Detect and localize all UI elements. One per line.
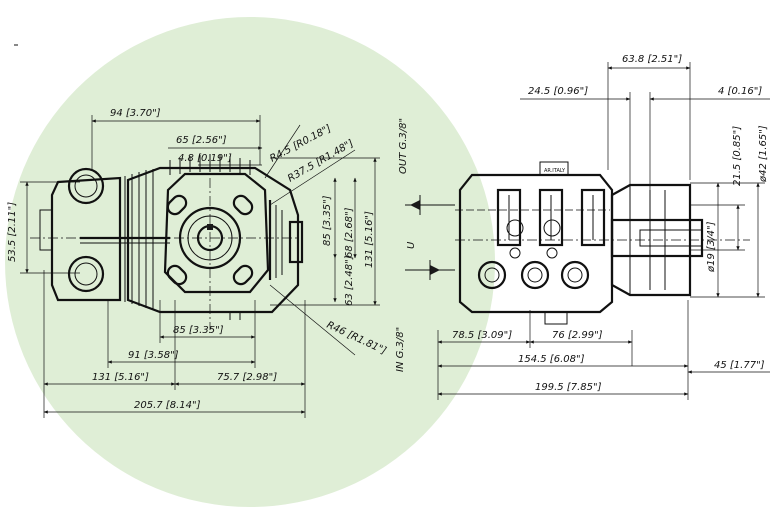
dim-131-horizontal: 131 [5.16"] (92, 372, 149, 383)
in-port-label: IN G.3/8" (395, 327, 406, 372)
dim-4-8: 4.8 [0.19"] (178, 153, 232, 164)
front-dimension-lines (20, 115, 380, 418)
dim-4: 4 [0.16"] (718, 86, 762, 97)
dim-65: 65 [2.56"] (176, 135, 227, 146)
dim-76: 76 [2.99"] (552, 330, 603, 341)
flange-bolt-holes (166, 194, 254, 286)
side-dimension-lines (437, 62, 770, 400)
dim-24-5: 24.5 [0.96"] (528, 86, 588, 97)
port-arrows (405, 195, 455, 280)
side-view: AR.ITALY (405, 54, 770, 400)
dim-63-8: 63.8 [2.51"] (622, 54, 682, 65)
dim-205-7: 205.7 [8.14"] (134, 400, 201, 411)
dim-diameter-19: ø19 [3/4"] (706, 221, 717, 273)
background-circle (5, 17, 495, 507)
dim-21-5: 21.5 [0.85"] (732, 126, 743, 186)
arrow-u-label: U (406, 241, 417, 249)
side-pump-body: AR.ITALY (455, 161, 750, 325)
dim-53-5: 53.5 [2.11"] (7, 202, 18, 262)
dim-91: 91 [3.58"] (128, 350, 179, 361)
out-port-label: OUT G.3/8" (398, 118, 409, 174)
dim-199-5: 199.5 [7.85"] (535, 382, 602, 393)
dim-63: 63 [2.48"] (344, 255, 355, 306)
svg-text:AR.ITALY: AR.ITALY (544, 168, 566, 174)
dim-45: 45 [1.77"] (714, 360, 765, 371)
dim-85-horizontal: 85 [3.35"] (173, 325, 224, 336)
dim-68: 68 [2.68"] (344, 207, 355, 258)
dim-diameter-42: ø42 [1.65"] (758, 125, 769, 183)
dim-154-5: 154.5 [6.08"] (518, 354, 585, 365)
dim-75-7: 75.7 [2.98"] (217, 372, 277, 383)
dim-94: 94 [3.70"] (110, 108, 161, 119)
front-pump-body (30, 154, 304, 330)
dim-85-vertical: 85 [3.35"] (322, 195, 333, 246)
dim-131-vertical: 131 [5.16"] (364, 211, 375, 268)
dim-78-5: 78.5 [3.09"] (452, 330, 512, 341)
